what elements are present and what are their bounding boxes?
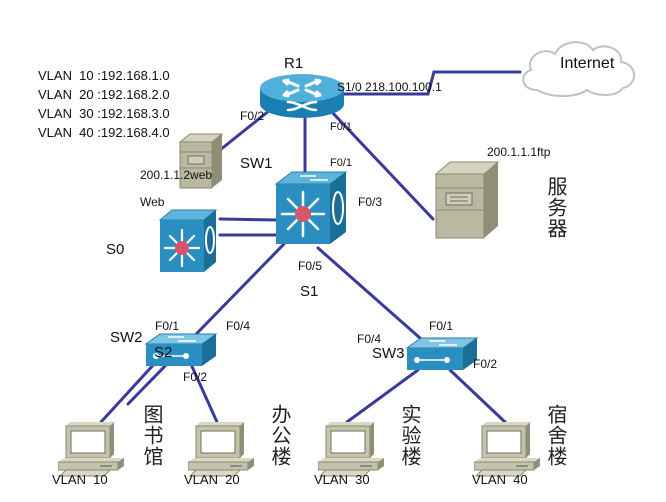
internet-cloud-icon[interactable]	[515, 32, 645, 102]
web-server-ip-label: 200.1.1.2web	[140, 168, 213, 182]
access-switch-sw2-icon[interactable]	[144, 332, 218, 368]
ftp-server-icon[interactable]	[432, 160, 502, 240]
access-switch-sw3-name: SW3	[372, 345, 405, 362]
link-sw1-s0-a	[218, 217, 280, 222]
pc-vlan40-icon[interactable]	[474, 420, 544, 480]
sw2-f02-label: F0/2	[183, 370, 208, 384]
pc-vlan20-icon[interactable]	[188, 420, 258, 480]
sw3-f01-label: F0/1	[429, 319, 454, 333]
vlan-subnet: :192.168.1.0	[97, 68, 170, 83]
router-r1-icon[interactable]	[258, 70, 348, 130]
pc-vlan30-icon[interactable]	[318, 420, 388, 480]
vlan-id: VLAN 30	[38, 106, 94, 121]
pc-vlan30-label: VLAN 30	[314, 472, 370, 487]
building-lab-label: 实验楼	[398, 404, 422, 467]
vlan-id: VLAN 20	[38, 87, 94, 102]
web-server-label: Web	[140, 195, 165, 209]
pc-vlan40-label: VLAN 40	[472, 472, 528, 487]
core-switch-s1-name: S1	[300, 283, 319, 300]
link-r1-web-server	[218, 108, 272, 152]
access-switch-sw2-name: SW2	[110, 329, 143, 346]
ftp-server-ip-label: 200.1.1.1ftp	[487, 145, 551, 159]
link-sw3-pc-vlan40	[448, 368, 507, 424]
link-sw3-pc-vlan30	[345, 368, 420, 424]
sw2-f04-label: F0/4	[226, 319, 251, 333]
router-r1-serial-port-label: S1/0 218.100.100.1	[337, 80, 442, 94]
vlan-row: VLAN 20 :192.168.2.0	[38, 87, 170, 102]
router-r1-f02-label: F0/2	[240, 109, 265, 123]
vlan-subnet: :192.168.2.0	[97, 87, 170, 102]
link-sw2-pc-vlan10	[99, 360, 158, 424]
sw3-f04-label: F0/4	[357, 332, 382, 346]
link-sw1-sw3	[316, 246, 422, 340]
router-r1-f01-label: F0/1	[330, 121, 353, 133]
vlan-row: VLAN 10 :192.168.1.0	[38, 68, 170, 83]
core-switch-f01-label: F0/1	[330, 157, 353, 169]
vlan-id: VLAN 10	[38, 68, 94, 83]
ftp-server-cn-label: 服务器	[544, 176, 568, 239]
vlan-subnet: :192.168.4.0	[97, 125, 170, 140]
pc-vlan20-label: VLAN 20	[184, 472, 240, 487]
access-switch-sw3-icon[interactable]	[405, 336, 479, 372]
pc-vlan10-icon[interactable]	[58, 420, 128, 480]
web-server-icon[interactable]	[176, 132, 226, 192]
switch-s0-icon[interactable]	[158, 208, 224, 274]
core-switch-sw1-icon[interactable]	[272, 168, 352, 248]
building-dorm-label: 宿舍楼	[544, 404, 568, 467]
internet-label: Internet	[560, 55, 615, 72]
link-r1-ftp-server	[328, 108, 435, 221]
vlan-row: VLAN 40 :192.168.4.0	[38, 125, 170, 140]
vlan-subnet: :192.168.3.0	[97, 106, 170, 121]
sw2-f01-label: F0/1	[155, 319, 180, 333]
link-r1-internet	[336, 70, 522, 96]
link-sw1-sw2	[126, 242, 286, 406]
building-library-label: 图书馆	[140, 404, 164, 467]
pc-vlan10-label: VLAN 10	[52, 472, 108, 487]
vlan-id: VLAN 40	[38, 125, 94, 140]
switch-s0-name: S0	[106, 241, 125, 258]
core-switch-f03-label: F0/3	[358, 195, 383, 209]
sw3-f02-label: F0/2	[473, 357, 498, 371]
access-switch-s2-name: S2	[154, 344, 173, 361]
vlan-row: VLAN 30 :192.168.3.0	[38, 106, 170, 121]
link-sw2-pc-vlan20	[188, 360, 219, 424]
building-office-label: 办公楼	[268, 404, 292, 467]
core-switch-f05-label: F0/5	[298, 259, 323, 273]
core-switch-sw1-name: SW1	[240, 155, 273, 172]
router-r1-name: R1	[284, 55, 304, 72]
